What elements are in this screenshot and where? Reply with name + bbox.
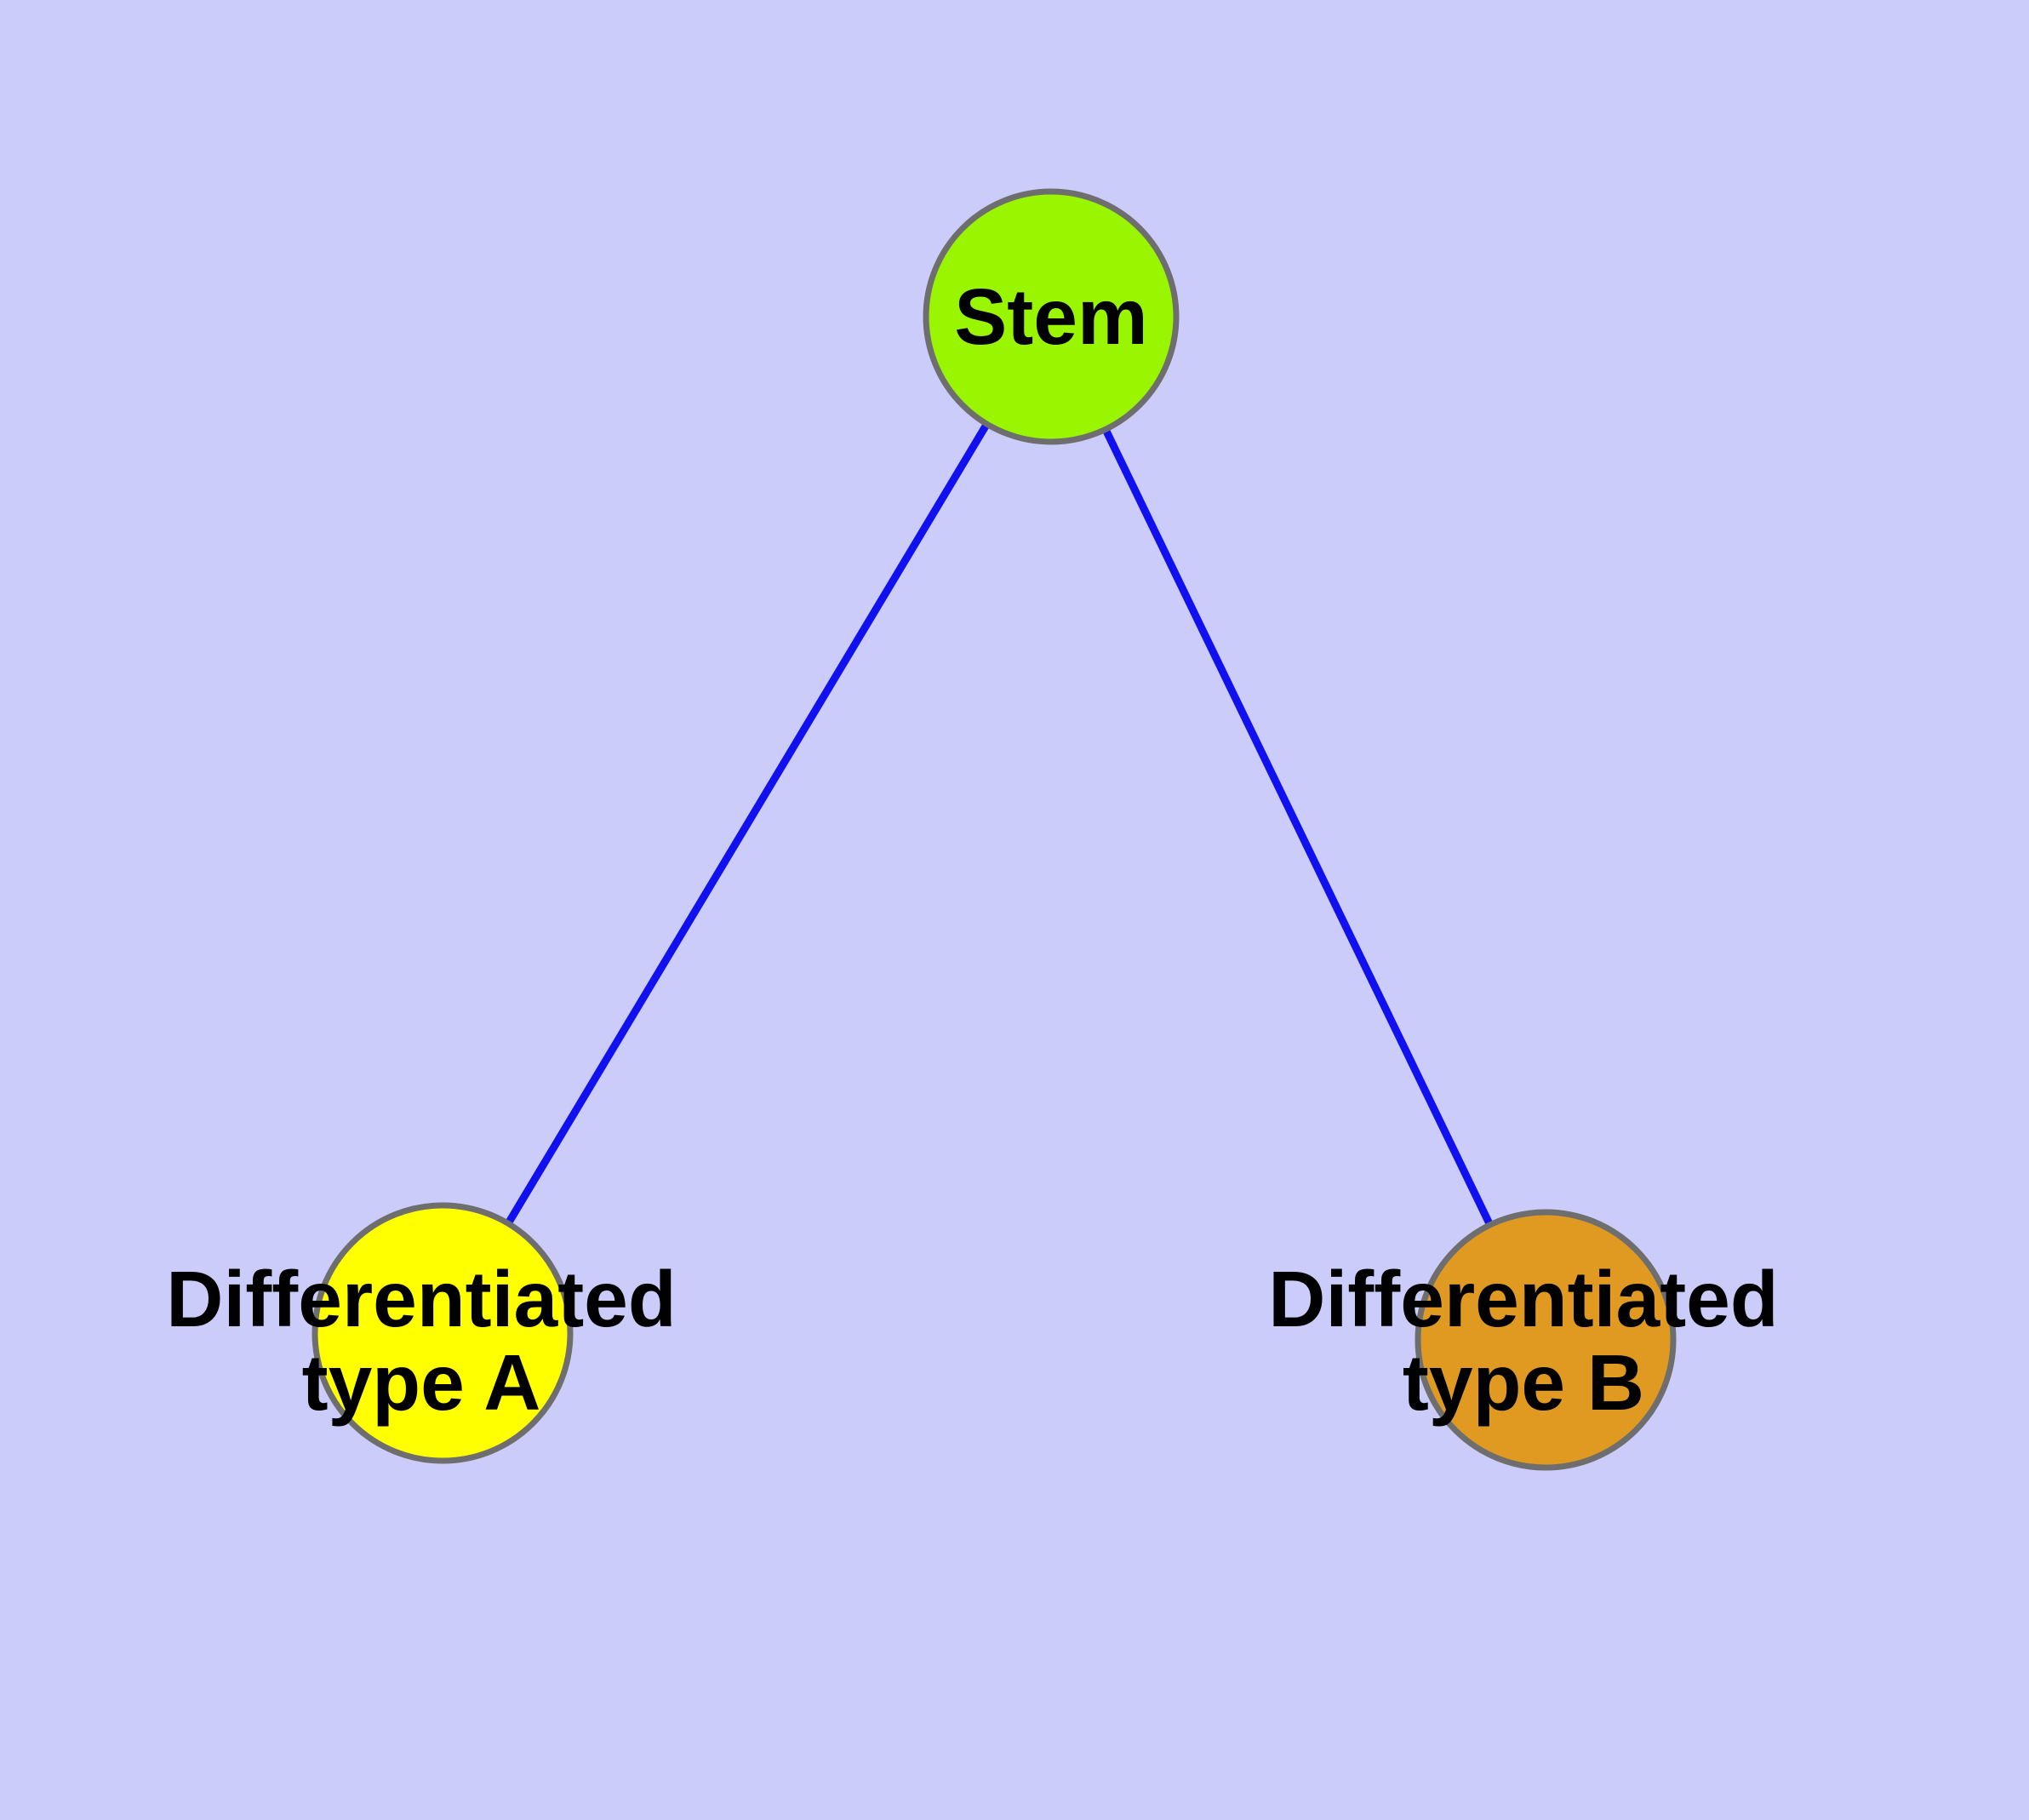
node-label-stem: Stem: [954, 272, 1147, 361]
node-label-line: type A: [302, 1338, 541, 1427]
node-stem[interactable]: [923, 188, 1180, 445]
edge-stem-to-diff-b[interactable]: [1047, 315, 1550, 1342]
node-label-line: type B: [1403, 1338, 1644, 1427]
edge-stem-to-diff-a[interactable]: [439, 314, 1055, 1336]
node-label-line: Differentiated: [166, 1255, 676, 1343]
node-diff-a[interactable]: [311, 1202, 574, 1464]
nodes-layer: [311, 188, 1677, 1471]
edges-layer: [439, 314, 1550, 1342]
node-diff-b[interactable]: [1415, 1209, 1677, 1471]
node-label-line: Stem: [954, 272, 1147, 361]
node-label-line: Differentiated: [1268, 1255, 1778, 1343]
